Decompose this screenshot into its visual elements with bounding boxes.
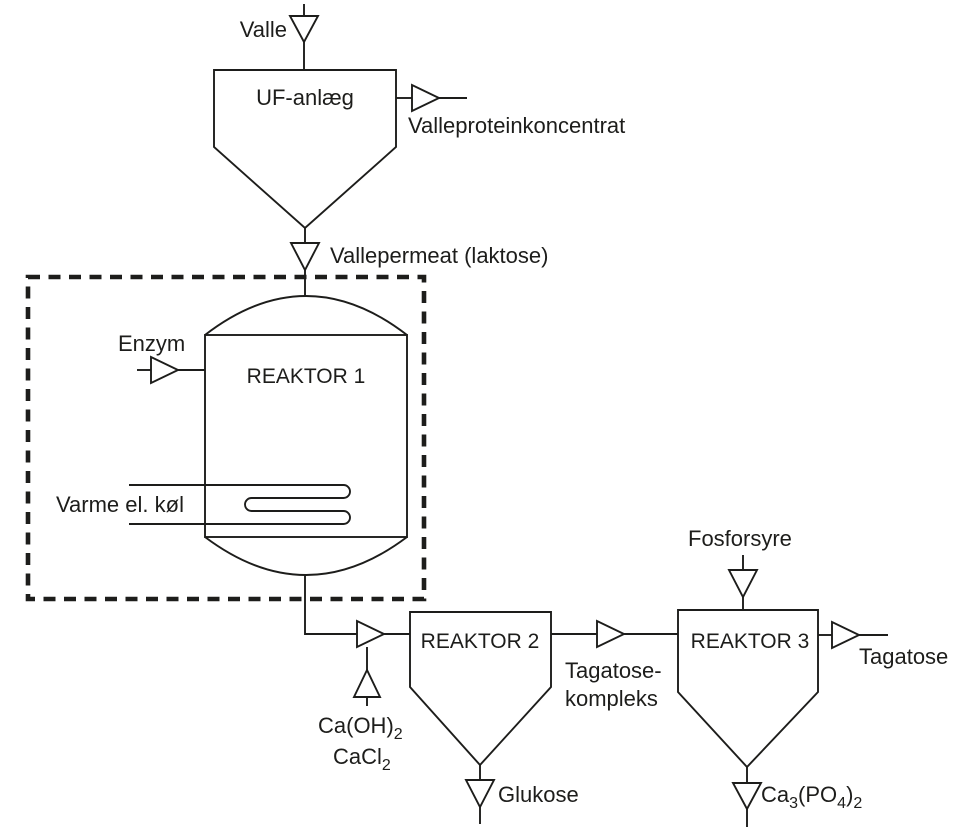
glukose-outlet: Glukose [464,765,579,824]
valle-inlet: Valle [240,4,320,70]
enzym-label: Enzym [118,331,185,356]
dashed-enclosure-box [25,274,427,602]
reaktor1-body [204,334,408,538]
valle-arrow-down-icon [288,15,320,45]
tagatose-kompleks-label-line1: Tagatose- [565,658,662,683]
vallepermeat-stream: Vallepermeat (laktose) [289,228,548,298]
fosforsyre-label: Fosforsyre [688,526,792,551]
ca-oh2-label: Ca(OH)2 [318,713,403,743]
coil-serpentine-path [129,484,351,525]
valleprotein-label: Valleproteinkoncentrat [408,113,625,138]
varme-label: Varme el. køl [56,492,184,517]
valle-label: Valle [240,17,287,42]
ca3po42-arrow-down-icon [731,782,763,812]
ca3po42-label: Ca3(PO4)2 [761,782,862,812]
tagatose-arrow-right-icon [831,620,862,650]
valleprotein-arrow-right-icon [411,83,442,113]
r2-r3-flow: Tagatose- kompleks [551,619,678,711]
glukose-arrow-down-icon [464,779,496,810]
calcium-input: Ca(OH)2 CaCl2 [318,647,403,774]
heating-coil: Varme el. køl [56,484,351,525]
fosforsyre-input: Fosforsyre [688,526,792,610]
tagatose-label: Tagatose [859,644,948,669]
r1-r2-flow [356,619,410,649]
reaktor1-top-dome [204,295,408,336]
reaktor3-vessel [677,609,819,769]
reaktor1-unit: REAKTOR 1 [204,295,408,576]
reaktor1-outlet-pipe [304,575,357,635]
enzym-input: Enzym [118,331,205,385]
uf-vessel [213,69,397,230]
uf-unit: UF-anlæg [213,69,397,230]
reaktor2-label: REAKTOR 2 [421,630,540,653]
fosforsyre-arrow-down-icon [727,569,759,600]
reaktor2-vessel [409,611,552,767]
vallepermeat-label: Vallepermeat (laktose) [330,243,548,268]
vallepermeat-arrow-down-icon [289,242,321,273]
r2-r3-arrow-right-icon [596,619,627,649]
reaktor2-unit: REAKTOR 2 [409,611,552,767]
reaktor1-bottom-dome [204,536,408,576]
valleprotein-output: Valleproteinkoncentrat [396,83,625,138]
ca3po42-outlet: Ca3(PO4)2 [731,767,862,827]
ca-arrow-up-icon [352,667,382,698]
glukose-label: Glukose [498,782,579,807]
tagatose-kompleks-label-line2: kompleks [565,686,658,711]
reaktor3-label: REAKTOR 3 [691,630,810,653]
reaktor1-label: REAKTOR 1 [247,365,366,388]
r1-r2-arrow-right-icon [356,619,387,649]
cacl2-label: CaCl2 [333,744,391,774]
tagatose-output: Tagatose [818,620,948,669]
enzym-arrow-right-icon [150,355,181,385]
uf-label: UF-anlæg [256,85,354,110]
reaktor3-unit: REAKTOR 3 [677,609,819,769]
